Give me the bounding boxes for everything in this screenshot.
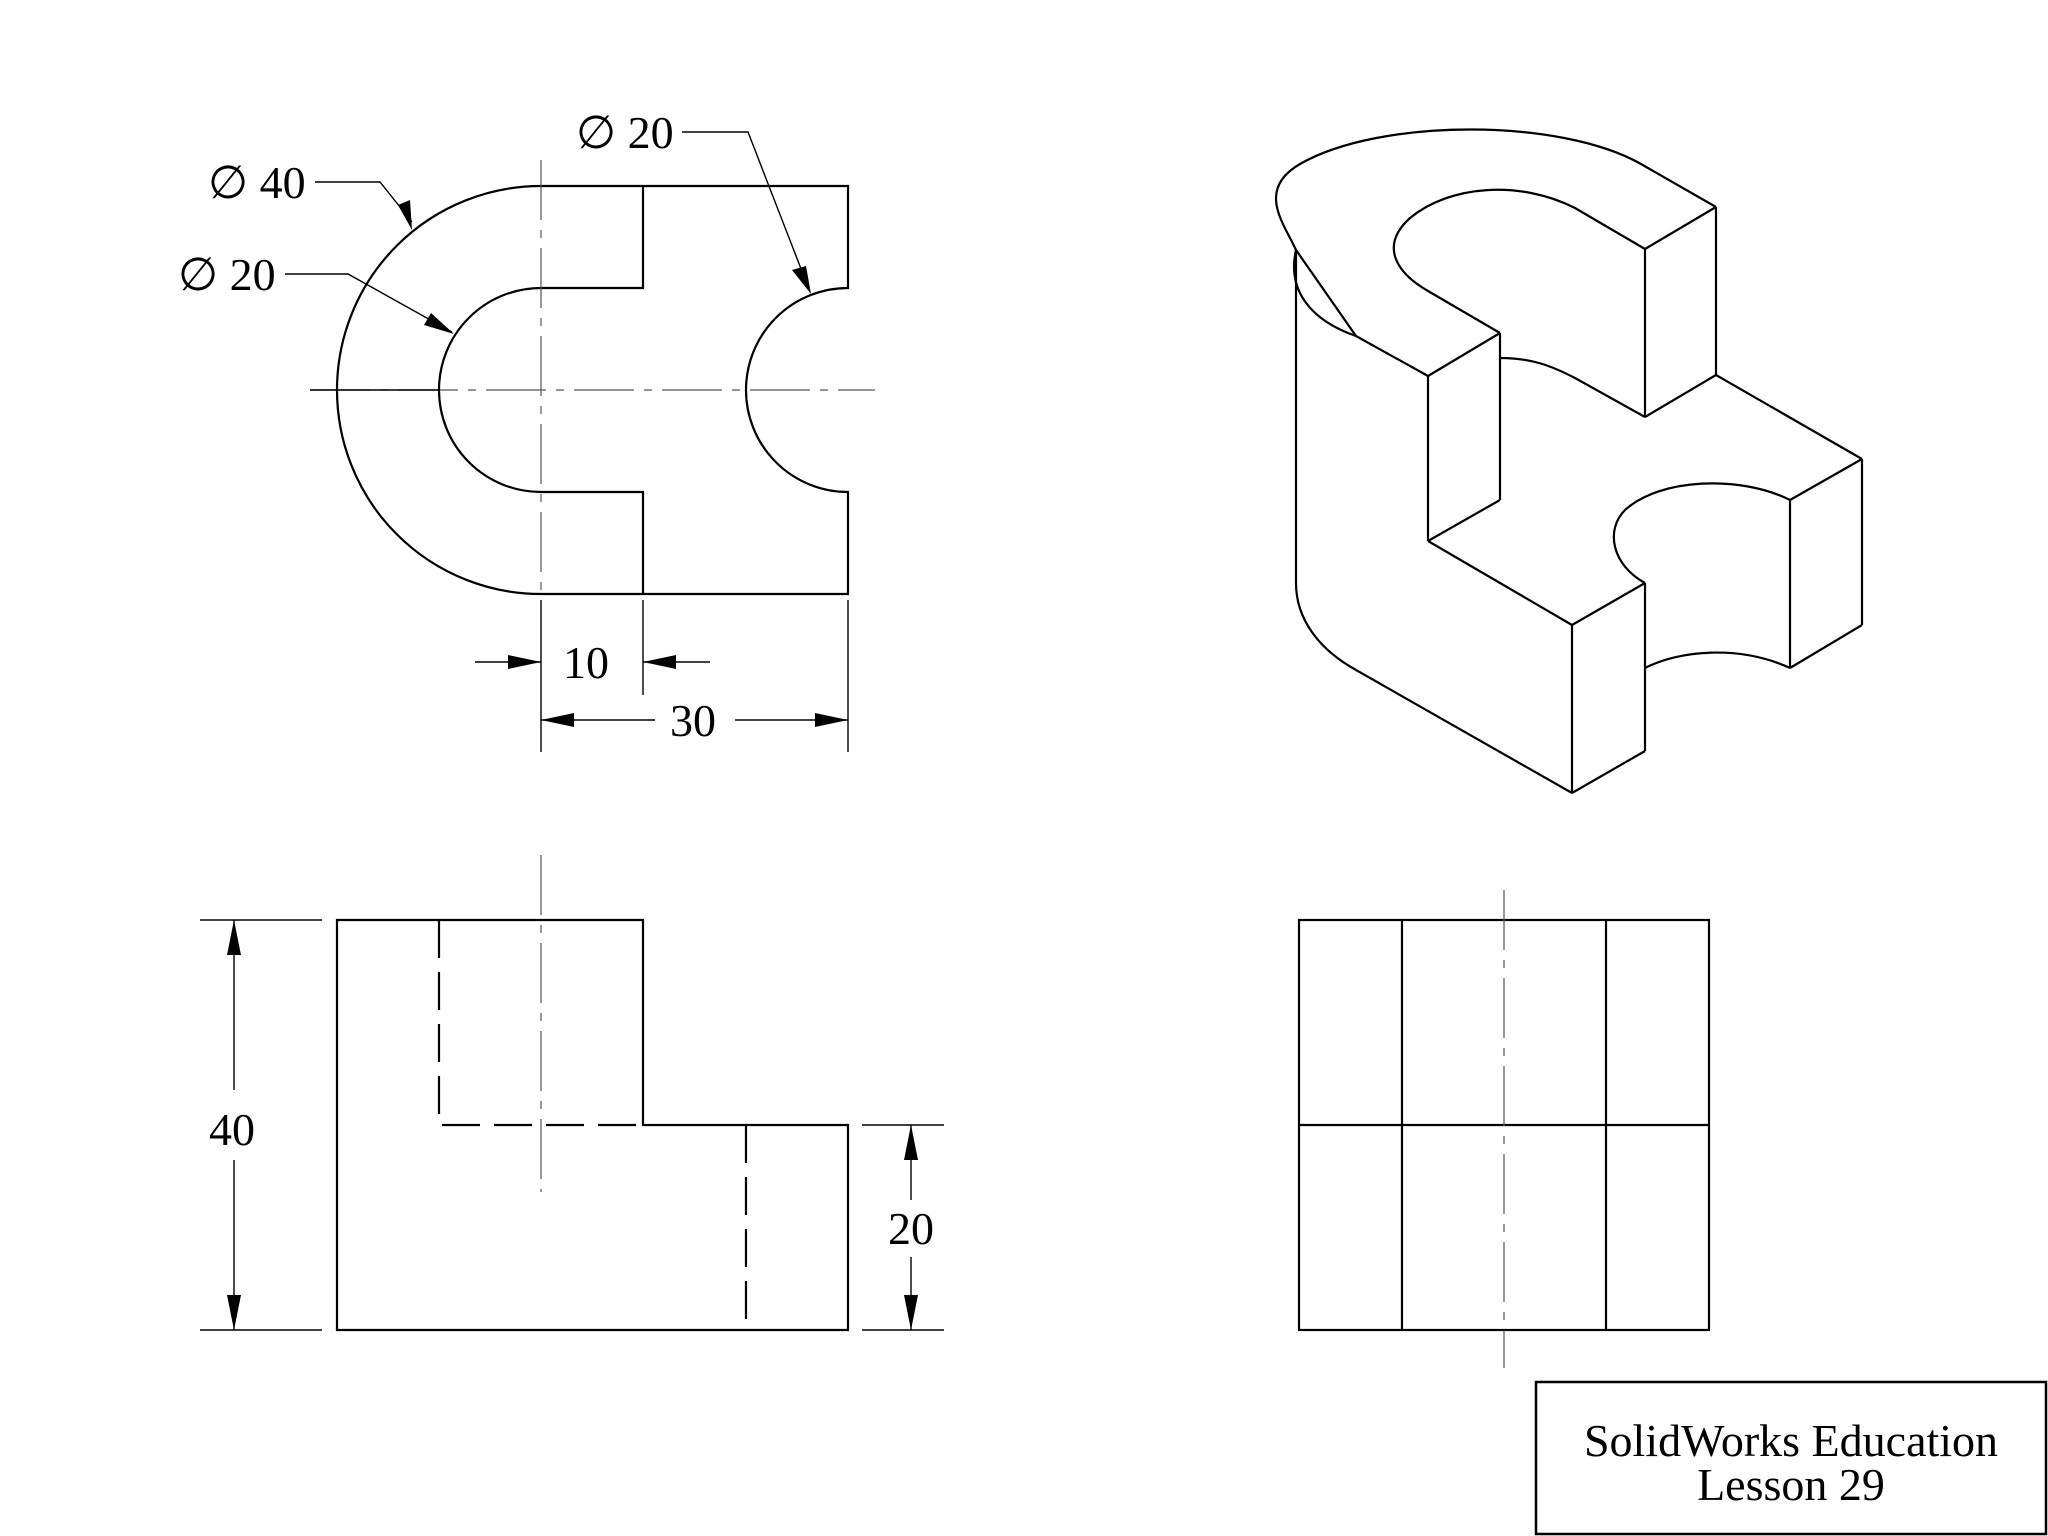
dim-10-label: 10 [563,637,609,688]
title-block-border [1534,1380,2048,1536]
dim-30: 30 [541,695,848,746]
iso-front-bottom-edge [1571,750,1646,794]
dim-dia-inner: ∅ 20 [178,249,454,334]
iso-inner-curve-wall [1499,356,1646,418]
dim-30-label: 30 [670,695,716,746]
iso-bottom-left-edge [1355,669,1573,794]
dim-20: 20 [862,1124,944,1331]
top-view: ∅ 40 ∅ 20 ∅ 20 10 [178,107,875,752]
iso-right-top-edge [1789,458,1863,501]
front-view: 40 20 [200,855,944,1332]
iso-right-bottom-edge [1789,624,1863,669]
front-view-hidden-slot [437,920,643,1127]
dim-40: 40 [200,919,322,1331]
iso-top-outer [1274,128,1717,377]
iso-outer-arc [1293,249,1357,338]
top-view-notch-bottom [541,490,645,594]
iso-right-cutout-bottom [1644,651,1791,669]
dim-dia-outer: ∅ 40 [208,157,413,230]
iso-inner-slot-top [1392,188,1646,334]
top-view-notch-top [541,186,645,290]
side-view [1297,890,1711,1368]
iso-notch-bottom-edge [1427,499,1501,542]
dim-dia-outer-label: ∅ 40 [208,157,306,208]
iso-step-front-edge [1427,540,1573,626]
iso-bottom-arc [1294,582,1357,671]
title-block-line2: Lesson 29 [1697,1459,1885,1510]
iso-right-cutout [1612,482,1791,584]
dim-40-label: 40 [209,1104,255,1155]
iso-step-edge-back [1644,374,1717,418]
iso-top-right-edge [1644,206,1717,250]
top-view-outline [335,184,850,596]
front-view-outline [335,918,850,1332]
title-block: SolidWorks Education Lesson 29 [1534,1380,2048,1536]
iso-step-front-edge-2 [1571,582,1646,626]
dim-dia-inner-label: ∅ 20 [178,249,276,300]
iso-notch-top-edge [1427,332,1501,377]
title-block-line1: SolidWorks Education [1584,1415,1998,1466]
dim-dia-right: ∅ 20 [576,107,811,294]
isometric-view [1274,128,1864,794]
iso-step-right-edge [1715,374,1863,460]
dim-10: 10 [475,637,710,688]
dim-20-label: 20 [888,1203,934,1254]
dim-dia-right-label: ∅ 20 [576,107,674,158]
